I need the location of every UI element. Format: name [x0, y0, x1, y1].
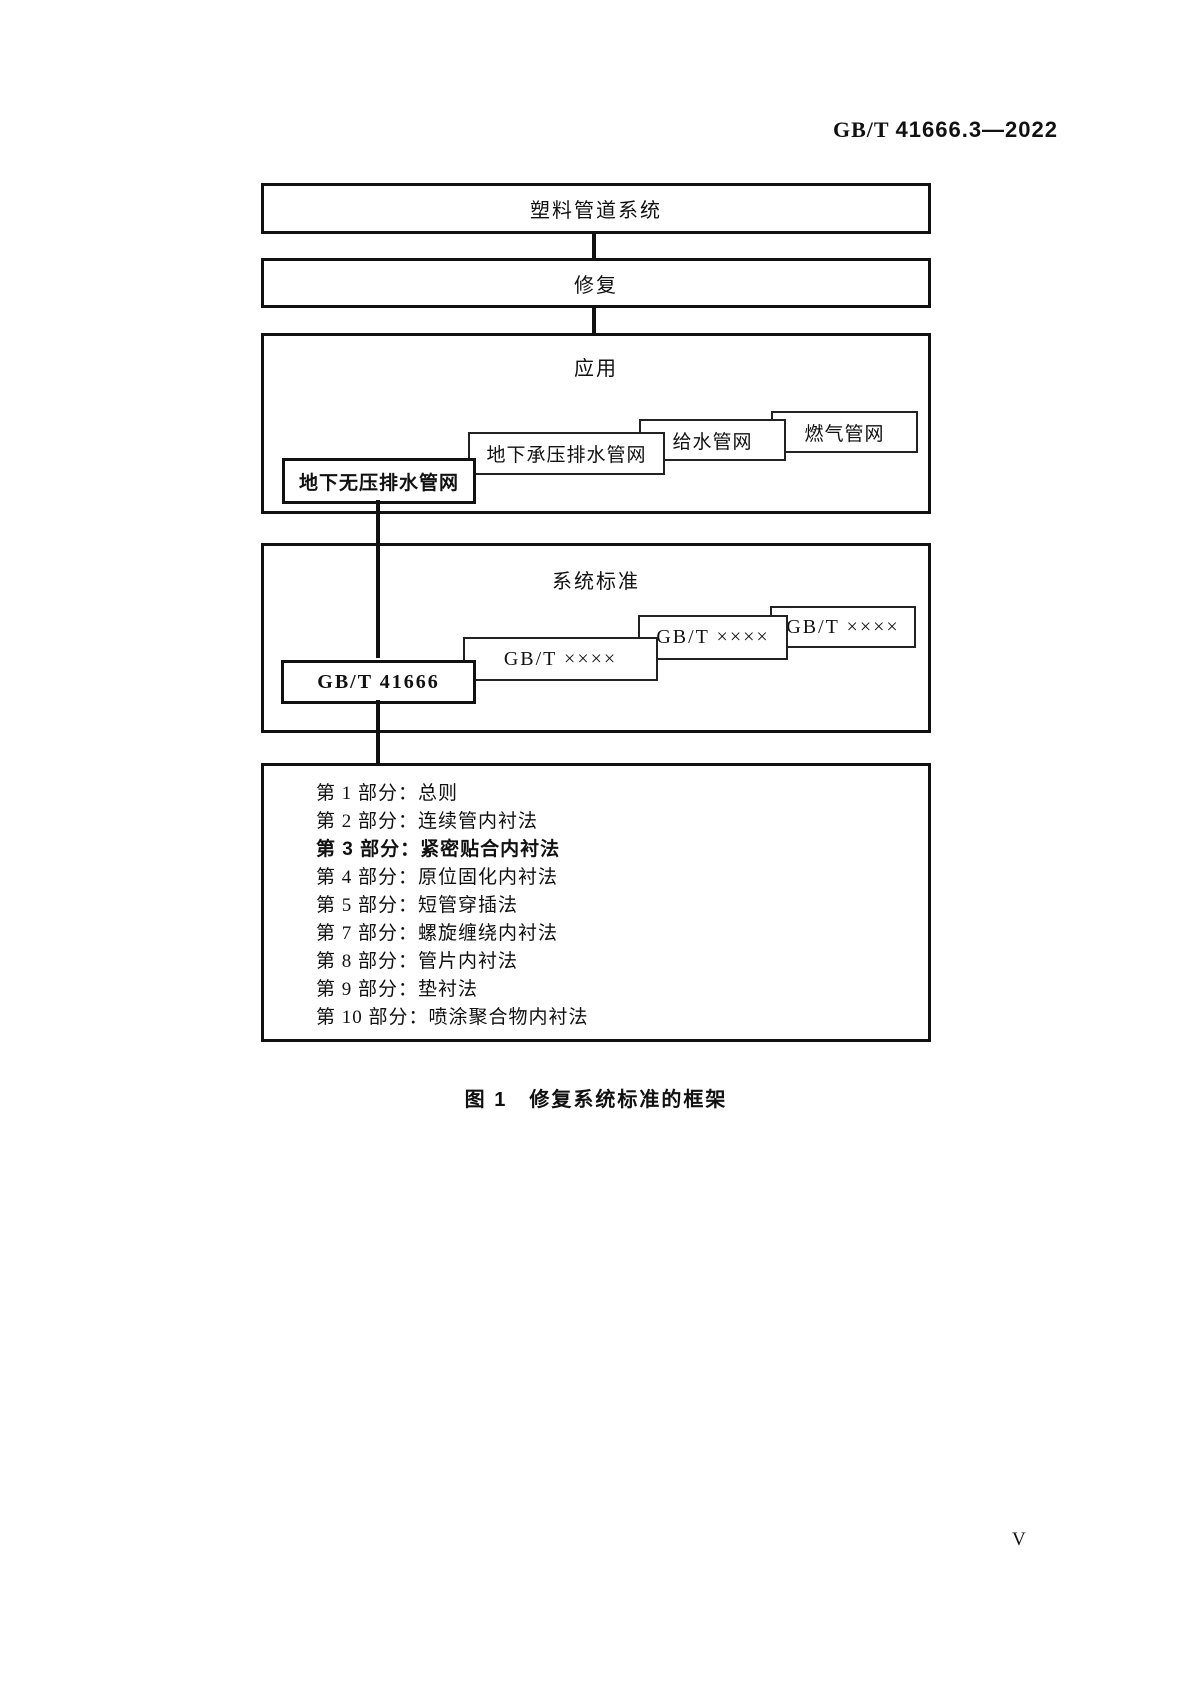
box-gbt-xxxx-3: GB/T ×××× — [770, 606, 916, 648]
part-item-7: 第 7 部分：螺旋缠绕内衬法 — [316, 923, 559, 944]
box-gbt-xxxx-2-label: GB/T ×××× — [656, 626, 770, 648]
application-title: 应用 — [574, 358, 618, 380]
figure-caption: 图 1 修复系统标准的框架 — [464, 1089, 728, 1111]
box-parts-list: 第 1 部分：总则 第 2 部分：连续管内衬法 第 3 部分：紧密贴合内衬法 第… — [261, 763, 931, 1042]
part-item-4: 第 4 部分：原位固化内衬法 — [316, 867, 559, 888]
part-item-9: 第 9 部分：垫衬法 — [316, 979, 479, 1000]
box-renovation-label: 修复 — [574, 274, 618, 297]
box-plastic-piping-systems-label: 塑料管道系统 — [530, 200, 662, 222]
connector-level1-level2 — [592, 232, 596, 260]
part-item-8: 第 8 部分：管片内衬法 — [316, 951, 519, 972]
standard-code-prefix: GB/T — [832, 117, 890, 142]
box-gbt-xxxx-1: GB/T ×××× — [463, 637, 658, 681]
box-water-supply-network-label: 给水管网 — [672, 431, 753, 453]
parts-list: 第 1 部分：总则 第 2 部分：连续管内衬法 第 3 部分：紧密贴合内衬法 第… — [264, 766, 928, 1032]
part-item-5: 第 5 部分：短管穿插法 — [316, 895, 519, 916]
box-gbt-xxxx-2: GB/T ×××× — [638, 615, 788, 660]
box-plastic-piping-systems: 塑料管道系统 — [261, 183, 931, 234]
box-underground-nonpressure-drainage-network: 地下无压排水管网 — [282, 458, 476, 504]
box-renovation: 修复 — [261, 258, 931, 308]
box-gas-network: 燃气管网 — [771, 411, 918, 453]
box-system-standards: 系统标准 GB/T ×××× GB/T ×××× GB/T ×××× GB/T … — [261, 543, 931, 733]
box-gbt-xxxx-1-label: GB/T ×××× — [503, 647, 618, 670]
connector-standards-parts — [376, 700, 380, 764]
standard-code-number: 41666.3—2022 — [895, 117, 1058, 142]
system-standards-title: 系统标准 — [552, 571, 640, 593]
box-gbt-xxxx-3-label: GB/T ×××× — [786, 615, 900, 638]
box-gbt-41666: GB/T 41666 — [281, 660, 476, 704]
box-application: 应用 燃气管网 给水管网 地下承压排水管网 地下无压排水管网 — [261, 333, 931, 514]
box-gas-network-label: 燃气管网 — [804, 423, 885, 445]
box-underground-pressure-drainage-network: 地下承压排水管网 — [468, 432, 665, 475]
part-item-2: 第 2 部分：连续管内衬法 — [316, 811, 539, 832]
box-underground-pressure-drainage-network-label: 地下承压排水管网 — [486, 445, 647, 466]
part-item-10: 第 10 部分：喷涂聚合物内衬法 — [316, 1007, 589, 1028]
part-item-3-current: 第 3 部分：紧密贴合内衬法 — [316, 839, 561, 860]
part-item-1: 第 1 部分：总则 — [316, 783, 459, 804]
connector-application-standards — [376, 500, 380, 658]
connector-level2-application — [592, 306, 596, 335]
box-gbt-41666-label: GB/T 41666 — [317, 670, 440, 693]
box-underground-nonpressure-drainage-network-label: 地下无压排水管网 — [298, 472, 459, 494]
page-number: V — [1012, 1529, 1027, 1550]
